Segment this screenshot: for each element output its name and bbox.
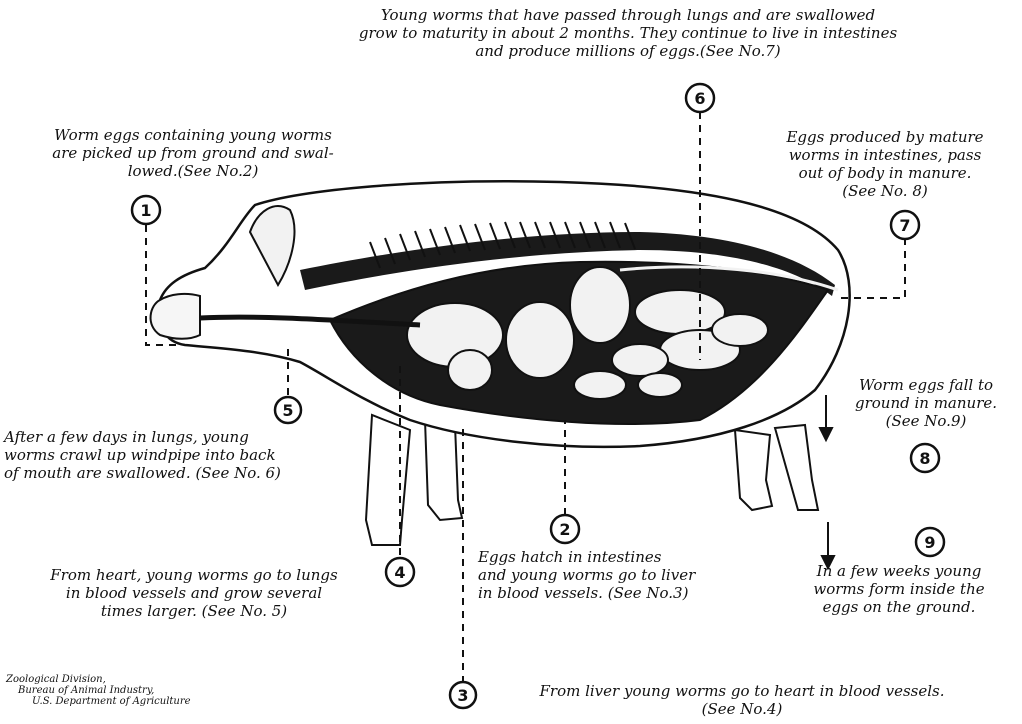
badge-1: 1: [132, 196, 160, 224]
step-3-caption: From liver young worms go to heart in bl…: [482, 682, 1002, 718]
step-6-line-2: grow to maturity in about 2 months. They…: [268, 24, 988, 42]
badge-3: 3: [450, 682, 476, 708]
step-1-line-1: Worm eggs containing young worms: [8, 126, 378, 144]
badge-6: 6: [686, 84, 714, 112]
step-7-line-3: out of body in manure.: [752, 164, 1018, 182]
svg-text:3: 3: [457, 686, 468, 705]
badge-4: 4: [386, 558, 414, 586]
svg-text:5: 5: [282, 401, 293, 420]
svg-text:8: 8: [919, 449, 930, 468]
step-4-caption: From heart, young worms go to lungs in b…: [4, 566, 384, 620]
step-1-line-2: are picked up from ground and swal-: [8, 144, 378, 162]
badge-7: 7: [891, 211, 919, 239]
step-9-line-1: In a few weeks young: [782, 562, 1016, 580]
step-3-line-2: (See No.4): [482, 700, 1002, 718]
step-2-line-3: in blood vessels. (See No.3): [478, 584, 778, 602]
step-9-line-3: eggs on the ground.: [782, 598, 1016, 616]
step-5-caption: After a few days in lungs, young worms c…: [4, 428, 364, 482]
badge-8: 8: [911, 444, 939, 472]
stomach: [570, 267, 630, 343]
step-2-line-1: Eggs hatch in intestines: [478, 548, 778, 566]
step-2-line-2: and young worms go to liver: [478, 566, 778, 584]
step-5-line-1: After a few days in lungs, young: [4, 428, 364, 446]
pig-snout: [151, 294, 200, 339]
badge-5: 5: [275, 397, 301, 423]
step-8-caption: Worm eggs fall to ground in manure. (See…: [834, 376, 1018, 430]
step-9-line-2: worms form inside the: [782, 580, 1016, 598]
hind-leg-right: [775, 425, 818, 510]
step-3-line-1: From liver young worms go to heart in bl…: [482, 682, 1002, 700]
step-1-caption: Worm eggs containing young worms are pic…: [8, 126, 378, 180]
step-7-line-4: (See No. 8): [752, 182, 1018, 200]
step-8-line-2: ground in manure.: [834, 394, 1018, 412]
badge-9: 9: [916, 528, 944, 556]
step-7-line-2: worms in intestines, pass: [752, 146, 1018, 164]
svg-text:6: 6: [694, 89, 705, 108]
hind-leg-left: [735, 430, 772, 510]
svg-text:4: 4: [394, 563, 405, 582]
front-leg-right: [425, 420, 462, 520]
step-4-line-2: in blood vessels and grow several: [4, 584, 384, 602]
svg-text:1: 1: [140, 201, 151, 220]
svg-text:7: 7: [899, 216, 910, 235]
front-leg-left: [366, 415, 410, 545]
step-8-line-1: Worm eggs fall to: [834, 376, 1018, 394]
svg-text:9: 9: [924, 533, 935, 552]
liver: [506, 302, 574, 378]
step-6-line-3: and produce millions of eggs.(See No.7): [268, 42, 988, 60]
credit-line-3: U.S. Department of Agriculture: [6, 696, 246, 707]
step-9-caption: In a few weeks young worms form inside t…: [782, 562, 1016, 616]
step-1-line-3: lowed.(See No.2): [8, 162, 378, 180]
badge-2: 2: [551, 515, 579, 543]
credit-line-1: Zoological Division,: [6, 674, 246, 685]
arrows: [820, 395, 834, 568]
step-7-caption: Eggs produced by mature worms in intesti…: [752, 128, 1018, 200]
heart: [448, 350, 492, 390]
svg-text:2: 2: [559, 520, 570, 539]
step-7-line-1: Eggs produced by mature: [752, 128, 1018, 146]
step-4-line-1: From heart, young worms go to lungs: [4, 566, 384, 584]
step-5-line-3: of mouth are swallowed. (See No. 6): [4, 464, 364, 482]
step-8-line-3: (See No.9): [834, 412, 1018, 430]
step-4-line-3: times larger. (See No. 5): [4, 602, 384, 620]
credit-block: Zoological Division, Bureau of Animal In…: [6, 674, 246, 707]
step-6-line-1: Young worms that have passed through lun…: [268, 6, 988, 24]
step-5-line-2: worms crawl up windpipe into back: [4, 446, 364, 464]
step-2-caption: Eggs hatch in intestines and young worms…: [478, 548, 778, 602]
credit-line-2: Bureau of Animal Industry,: [6, 685, 246, 696]
step-6-caption: Young worms that have passed through lun…: [268, 6, 988, 60]
